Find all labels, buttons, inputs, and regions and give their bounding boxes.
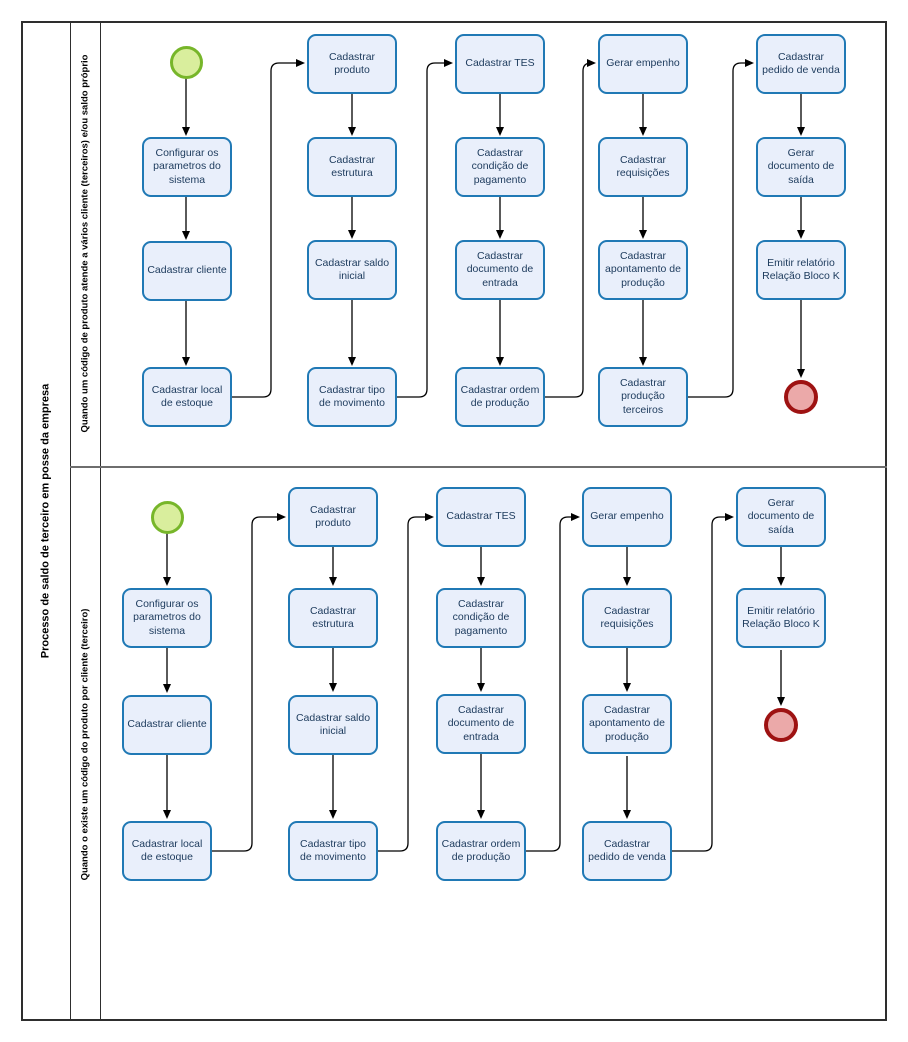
lane2-task-cadastrar-condicao-pagamento: Cadastrar condição de pagamento	[436, 588, 526, 648]
lane2-start-event	[151, 501, 184, 534]
lane2-task-cadastrar-local-estoque: Cadastrar local de estoque	[122, 821, 212, 881]
lane2-task-cadastrar-pedido-venda: Cadastrar pedido de venda	[582, 821, 672, 881]
lane1-start-event	[170, 46, 203, 79]
lane2-task-cadastrar-apontamento-producao: Cadastrar apontamento de produção	[582, 694, 672, 754]
lane2-task-cadastrar-produto: Cadastrar produto	[288, 487, 378, 547]
lane1-task-cadastrar-produto: Cadastrar produto	[307, 34, 397, 94]
lane2-task-gerar-documento-saida: Gerar documento de saída	[736, 487, 826, 547]
lane1-task-cadastrar-ordem-producao: Cadastrar ordem de produção	[455, 367, 545, 427]
lane1-task-cadastrar-tes: Cadastrar TES	[455, 34, 545, 94]
lane2-task-cadastrar-documento-entrada: Cadastrar documento de entrada	[436, 694, 526, 754]
lane-label-separator	[100, 21, 101, 1021]
lane1-end-event	[784, 380, 818, 414]
pool-title: Processo de saldo de terceiro em posse d…	[39, 383, 52, 659]
lane1-task-cadastrar-tipo-movimento: Cadastrar tipo de movimento	[307, 367, 397, 427]
lane1-task-gerar-empenho: Gerar empenho	[598, 34, 688, 94]
pool-border	[21, 21, 887, 1021]
lane1-task-cadastrar-local-estoque: Cadastrar local de estoque	[142, 367, 232, 427]
lane2-task-gerar-empenho: Gerar empenho	[582, 487, 672, 547]
lane2-end-event	[764, 708, 798, 742]
pool-title-band: Processo de saldo de terceiro em posse d…	[21, 21, 70, 1021]
lane1-task-cadastrar-requisicoes: Cadastrar requisições	[598, 137, 688, 197]
lane2-task-emitir-relatorio-bloco-k: Emitir relatório Relação Bloco K	[736, 588, 826, 648]
pool-title-separator	[70, 21, 71, 1021]
lane2-task-cadastrar-tes: Cadastrar TES	[436, 487, 526, 547]
lane2-task-configurar-parametros: Configurar os parametros do sistema	[122, 588, 212, 648]
lane1-task-cadastrar-documento-entrada: Cadastrar documento de entrada	[455, 240, 545, 300]
lane1-task-cadastrar-estrutura: Cadastrar estrutura	[307, 137, 397, 197]
lane1-task-gerar-documento-saida: Gerar documento de saída	[756, 137, 846, 197]
lane-1-label: Quando um código de produto atende a vár…	[79, 54, 91, 433]
lane2-task-cadastrar-tipo-movimento: Cadastrar tipo de movimento	[288, 821, 378, 881]
lane2-task-cadastrar-cliente: Cadastrar cliente	[122, 695, 212, 755]
lane-2-label: Quando o existe um código do produto por…	[79, 608, 91, 880]
lane-2-label-band: Quando o existe um código do produto por…	[70, 467, 100, 1021]
lane-1-label-band: Quando um código de produto atende a vár…	[70, 21, 100, 466]
lane1-task-emitir-relatorio-bloco-k: Emitir relatório Relação Bloco K	[756, 240, 846, 300]
lane1-task-cadastrar-apontamento-producao: Cadastrar apontamento de produção	[598, 240, 688, 300]
lane1-task-cadastrar-producao-terceiros: Cadastrar produção terceiros	[598, 367, 688, 427]
lane-divider	[70, 466, 887, 468]
lane2-task-cadastrar-requisicoes: Cadastrar requisições	[582, 588, 672, 648]
lane1-task-cadastrar-pedido-venda: Cadastrar pedido de venda	[756, 34, 846, 94]
lane1-task-cadastrar-cliente: Cadastrar cliente	[142, 241, 232, 301]
lane2-task-cadastrar-estrutura: Cadastrar estrutura	[288, 588, 378, 648]
lane1-task-cadastrar-saldo-inicial: Cadastrar saldo inicial	[307, 240, 397, 300]
lane2-task-cadastrar-ordem-producao: Cadastrar ordem de produção	[436, 821, 526, 881]
lane1-task-configurar-parametros: Configurar os parametros do sistema	[142, 137, 232, 197]
lane2-task-cadastrar-saldo-inicial: Cadastrar saldo inicial	[288, 695, 378, 755]
lane1-task-cadastrar-condicao-pagamento: Cadastrar condição de pagamento	[455, 137, 545, 197]
